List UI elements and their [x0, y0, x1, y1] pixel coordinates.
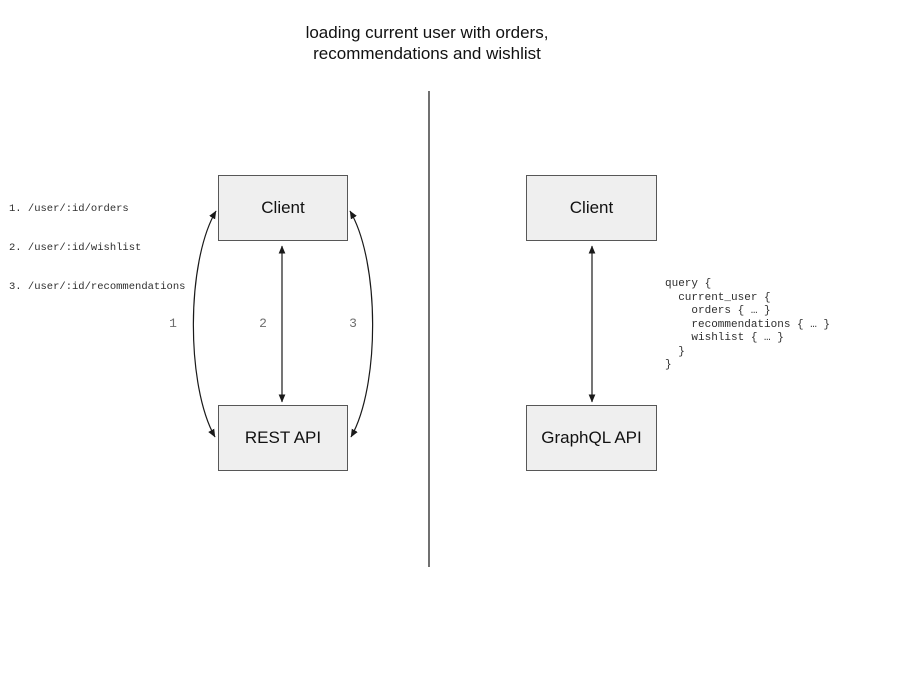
graphql-query-code: query { current_user { orders { … } reco… [665, 278, 831, 371]
rest-endpoint-list: 1. /user/:id/orders 2. /user/:id/wishlis… [9, 177, 185, 320]
rest-api-box: REST API [218, 405, 348, 471]
endpoint-item: 2. /user/:id/wishlist [9, 242, 142, 254]
rest-client-box: Client [218, 175, 348, 241]
endpoint-item: 1. /user/:id/orders [9, 203, 129, 215]
graphql-api-label: GraphQL API [541, 428, 642, 447]
rest-client-label: Client [261, 198, 305, 217]
rest-arrow-1-curve [192, 210, 217, 438]
arrow-label-3: 3 [349, 316, 357, 331]
arrow-label-1: 1 [169, 316, 177, 331]
arrow-label-2: 2 [259, 316, 267, 331]
graphql-client-box: Client [526, 175, 657, 241]
diagram-title: loading current user with orders, recomm… [227, 22, 627, 64]
endpoint-item: 3. /user/:id/recommendations [9, 281, 186, 293]
graphql-client-label: Client [569, 198, 614, 217]
title-line-1: loading current user with orders, [305, 23, 549, 42]
graphql-api-box: GraphQL API [526, 405, 657, 471]
title-line-2: recommendations and wishlist [313, 44, 541, 63]
rest-api-label: REST API [244, 428, 322, 447]
